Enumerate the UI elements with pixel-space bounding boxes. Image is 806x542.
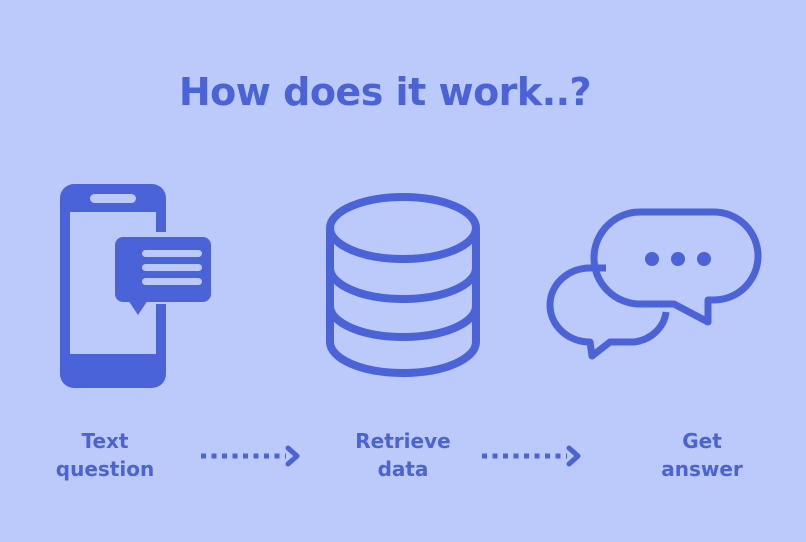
step-label-line2: answer [661,457,743,481]
dotted-arrow-icon [198,445,302,471]
step-label-line2: data [377,457,429,481]
step-label-line1: Retrieve [355,429,451,453]
step-label-get-answer: Get answer [622,427,782,483]
step-label-line1: Get [682,429,722,453]
page-title: How does it work..? [178,70,592,114]
step-label-text-question: Text question [25,427,185,483]
step-label-retrieve-data: Retrieve data [323,427,483,483]
step-label-line1: Text [81,429,129,453]
step-label-line2: question [55,457,155,481]
dotted-arrow-icon [479,445,583,471]
chat-bubbles-icon [546,208,762,364]
phone-message-icon [58,182,214,390]
database-icon [324,192,482,378]
